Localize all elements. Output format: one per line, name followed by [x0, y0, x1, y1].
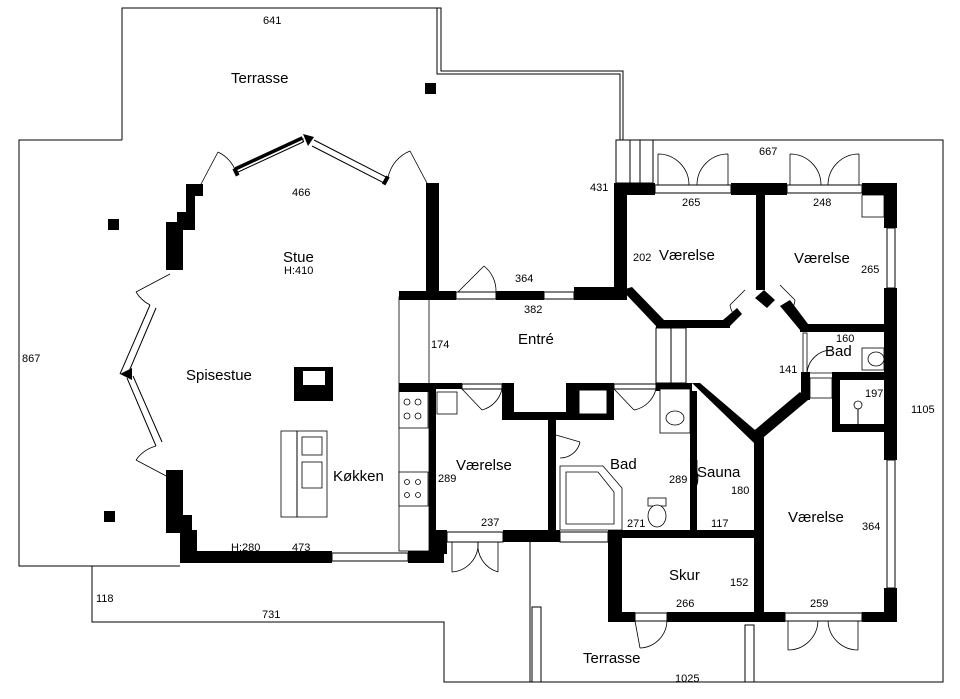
dim-731: 731	[262, 609, 280, 621]
dim-141: 141	[779, 364, 797, 376]
room-height-stue: H:410	[284, 265, 313, 277]
kitchen-counter	[398, 296, 430, 552]
room-label-bad-2: Bad	[610, 456, 637, 473]
room-label-stue: Stue	[283, 249, 314, 266]
dim-289b: 289	[669, 474, 687, 486]
room-labels: Terrasse Stue H:410 Spisestue Køkken H:2…	[186, 70, 852, 667]
dim-259: 259	[810, 598, 828, 610]
dim-174: 174	[431, 339, 449, 351]
room-label-skur: Skur	[669, 567, 700, 584]
dim-1025: 1025	[675, 673, 699, 685]
dim-473: 473	[292, 542, 310, 554]
dim-266: 266	[676, 598, 694, 610]
dim-382: 382	[524, 304, 542, 316]
dim-180: 180	[731, 485, 749, 497]
dim-867: 867	[22, 353, 40, 365]
dim-160: 160	[836, 333, 854, 345]
dim-1105: 1105	[911, 404, 935, 416]
dim-265b: 265	[861, 264, 879, 276]
room-label-vaerelse-1: Værelse	[659, 247, 715, 264]
dim-364a: 364	[515, 273, 533, 285]
room-label-terrasse-bottom: Terrasse	[583, 650, 641, 667]
dim-466: 466	[292, 187, 310, 199]
room-label-vaerelse-2: Værelse	[794, 250, 850, 267]
dim-202: 202	[633, 252, 651, 264]
room-label-entre: Entré	[518, 331, 554, 348]
dimension-labels: 641 466 431 667 265 248 202 265 364 382 …	[22, 15, 935, 685]
room-label-vaerelse-4: Værelse	[788, 509, 844, 526]
room-label-vaerelse-3: Værelse	[456, 457, 512, 474]
dim-152: 152	[730, 577, 748, 589]
kitchen-island	[280, 430, 328, 518]
dim-431: 431	[590, 182, 608, 194]
room-label-spisestue: Spisestue	[186, 367, 252, 384]
dim-667: 667	[759, 146, 777, 158]
dim-117: 117	[711, 518, 729, 530]
dim-118: 118	[96, 593, 114, 605]
dim-641: 641	[263, 15, 281, 27]
room-label-bad-1: Bad	[825, 343, 852, 360]
interior-walls	[399, 139, 897, 651]
fireplace	[294, 367, 333, 401]
dim-197: 197	[865, 388, 883, 400]
dim-364b: 364	[862, 521, 880, 533]
dim-271: 271	[627, 518, 645, 530]
room-label-sauna: Sauna	[697, 464, 741, 481]
room-label-kokken: Køkken	[333, 468, 384, 485]
columns	[104, 83, 436, 522]
room-label-terrasse-top: Terrasse	[231, 70, 289, 87]
site-outline	[18, 7, 944, 683]
dim-289a: 289	[438, 473, 456, 485]
room-height-kokken: H:280	[231, 542, 260, 554]
dim-248: 248	[813, 197, 831, 209]
dim-237: 237	[481, 517, 499, 529]
dim-265a: 265	[682, 197, 700, 209]
